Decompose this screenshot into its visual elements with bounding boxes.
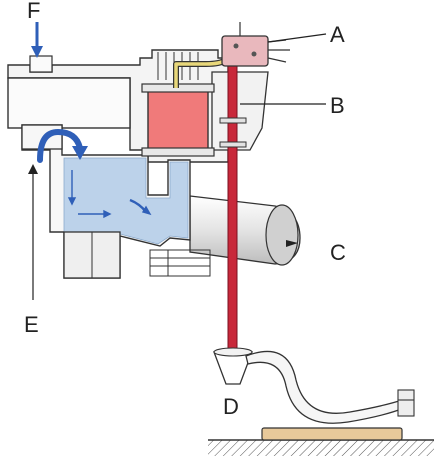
inflow [31,22,43,58]
label-b: B [330,93,345,118]
outlet-pipe [189,195,301,266]
leader-lines [32,33,327,300]
spout [21,124,88,163]
label-f: F [27,0,40,23]
magnet-coil [141,83,215,157]
flex-tube [245,350,405,424]
label-c: C [330,240,346,265]
curved-arrow-icon [37,128,83,163]
ground [208,439,434,456]
funnel [213,347,253,385]
label-e: E [24,312,39,337]
down-arrow-icon [31,46,43,58]
switch [221,22,290,67]
water-chamber [21,124,211,279]
tube-clip [397,389,415,417]
base-pad [261,427,403,441]
up-arrow-icon [28,164,38,174]
label-a: A [330,22,345,47]
label-d: D [223,394,239,419]
right-arrow-icon [286,240,298,247]
